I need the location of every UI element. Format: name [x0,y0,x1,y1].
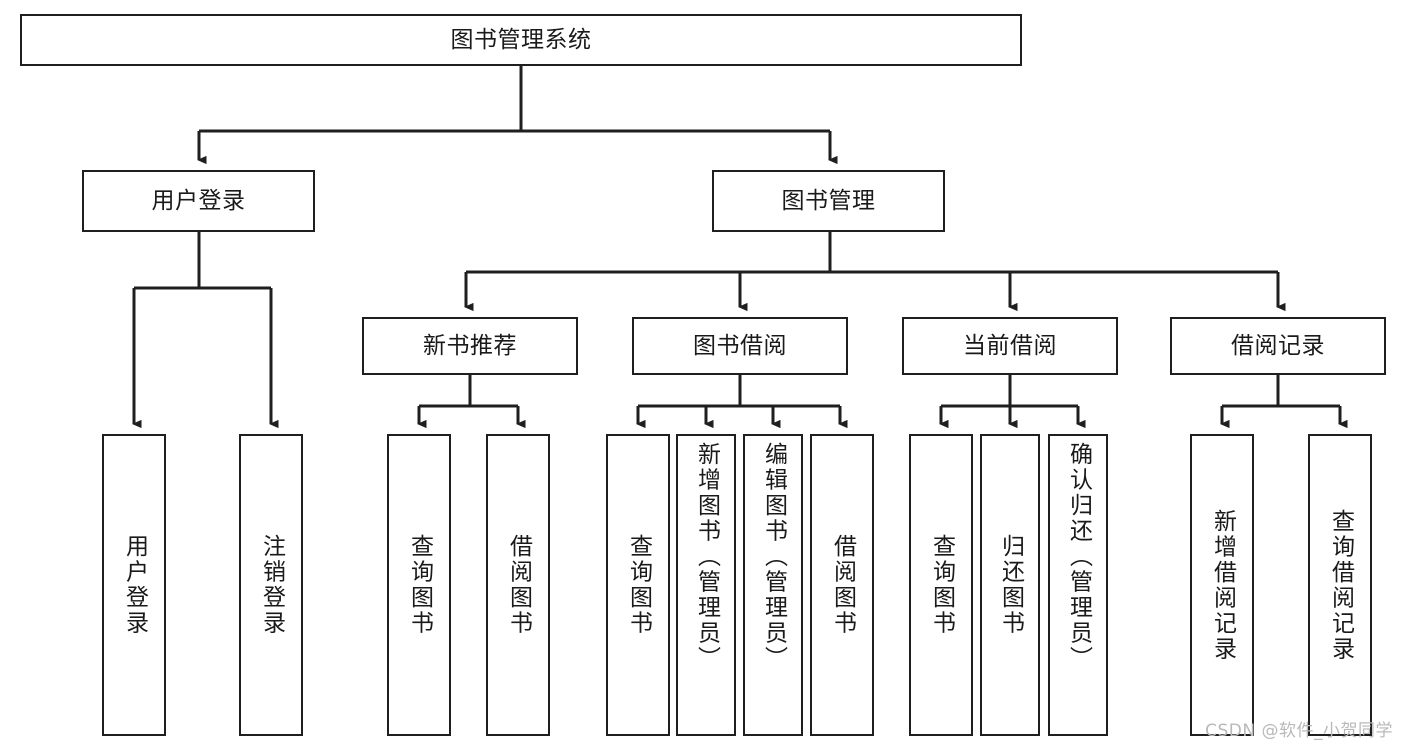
leaf-user-login-label: 用户登录 [121,534,148,636]
leaf-add-record-label: 新增借阅记录 [1209,508,1236,662]
node-root-label: 图书管理系统 [450,26,592,53]
node-book-manage[interactable]: 图书管理 [712,170,945,232]
leaf-borrow-book-1-label: 借阅图书 [505,534,532,636]
leaf-user-logout[interactable]: 注销登录 [239,434,303,736]
node-user-login-label: 用户登录 [151,187,246,214]
node-new-book-rec[interactable]: 新书推荐 [362,317,578,375]
leaf-query-book-3[interactable]: 查询图书 [909,434,973,736]
leaf-add-book[interactable]: 新增图书（管理员） [676,434,736,736]
leaf-user-logout-label: 注销登录 [258,534,285,636]
node-borrow-record[interactable]: 借阅记录 [1170,317,1386,375]
node-new-book-rec-label: 新书推荐 [423,332,517,359]
leaf-query-book-3-label: 查询图书 [928,534,955,636]
node-book-borrow[interactable]: 图书借阅 [632,317,848,375]
leaf-query-book-2[interactable]: 查询图书 [606,434,670,736]
watermark-text: CSDN @软件_小贺同学 [1205,721,1393,741]
leaf-add-record[interactable]: 新增借阅记录 [1190,434,1254,736]
leaf-edit-book[interactable]: 编辑图书（管理员） [743,434,803,736]
leaf-borrow-book-2[interactable]: 借阅图书 [810,434,874,736]
leaf-borrow-book-1[interactable]: 借阅图书 [486,434,550,736]
node-user-login[interactable]: 用户登录 [82,170,315,232]
leaf-query-book-1[interactable]: 查询图书 [387,434,451,736]
leaf-add-book-label: 新增图书（管理员） [693,442,720,672]
leaf-user-login[interactable]: 用户登录 [102,434,166,736]
leaf-return-book[interactable]: 归还图书 [980,434,1040,736]
leaf-query-book-2-label: 查询图书 [625,534,652,636]
node-book-manage-label: 图书管理 [781,187,876,214]
node-current-borrow-label: 当前借阅 [963,332,1057,359]
leaf-borrow-book-2-label: 借阅图书 [829,534,856,636]
leaf-return-book-label: 归还图书 [997,534,1024,636]
node-root[interactable]: 图书管理系统 [20,14,1022,66]
leaf-query-record-label: 查询借阅记录 [1327,508,1354,662]
node-borrow-record-label: 借阅记录 [1231,332,1325,359]
leaf-confirm-return[interactable]: 确认归还（管理员） [1048,434,1108,736]
node-current-borrow[interactable]: 当前借阅 [902,317,1118,375]
leaf-confirm-return-label: 确认归还（管理员） [1065,442,1092,672]
leaf-query-book-1-label: 查询图书 [406,534,433,636]
node-book-borrow-label: 图书借阅 [693,332,787,359]
leaf-query-record[interactable]: 查询借阅记录 [1308,434,1372,736]
leaf-edit-book-label: 编辑图书（管理员） [760,442,787,672]
